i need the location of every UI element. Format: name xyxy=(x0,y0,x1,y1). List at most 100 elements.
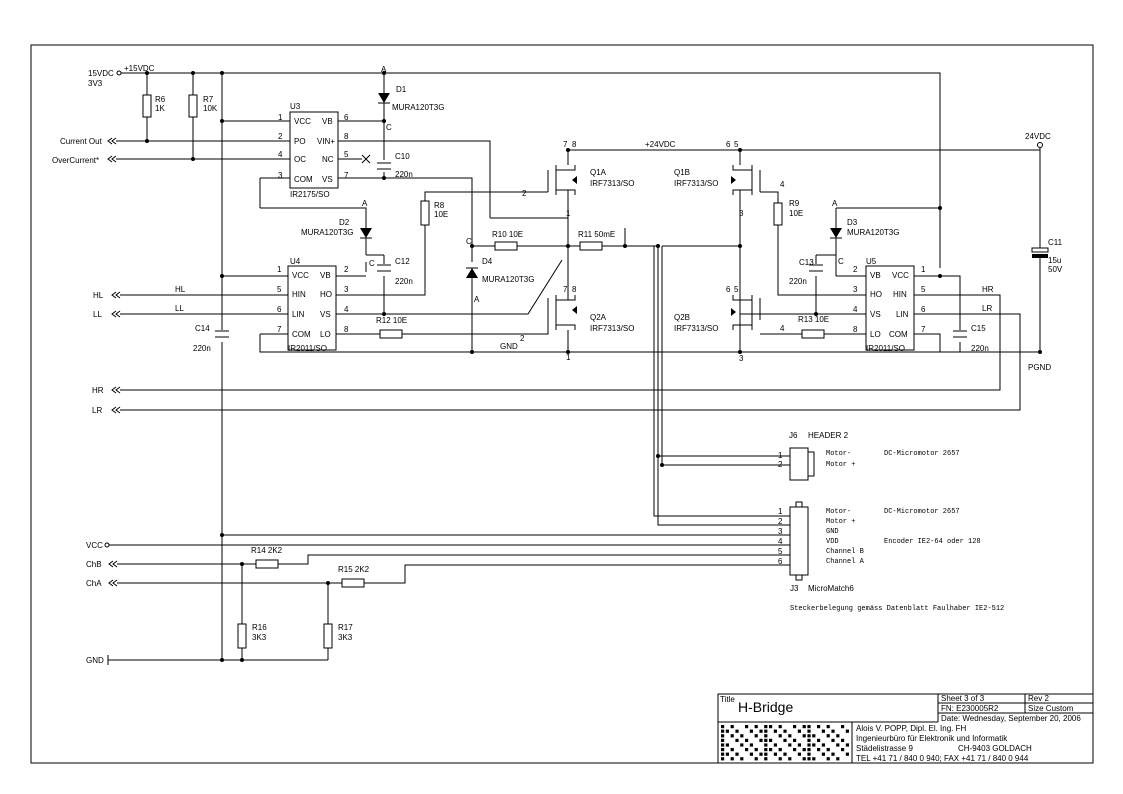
diode-d2 xyxy=(360,228,372,238)
svg-text:Ingenieurbüro für Elektronik u: Ingenieurbüro für Elektronik und Informa… xyxy=(856,734,1008,743)
svg-text:VCC: VCC xyxy=(294,117,311,126)
ic-u3 xyxy=(289,111,339,189)
wire-15v-rail xyxy=(121,72,941,268)
svg-text:6: 6 xyxy=(726,140,731,149)
svg-text:3: 3 xyxy=(853,285,858,294)
svg-text:+24VDC: +24VDC xyxy=(645,140,676,149)
svg-text:2: 2 xyxy=(853,265,858,274)
connector-j6 xyxy=(789,447,809,481)
svg-text:4: 4 xyxy=(278,150,283,159)
ic-u5 xyxy=(865,265,915,351)
svg-text:7: 7 xyxy=(563,140,568,149)
svg-text:5: 5 xyxy=(778,547,783,556)
svg-text:4: 4 xyxy=(853,305,858,314)
nc-mark xyxy=(361,154,371,164)
r7-value: 10K xyxy=(203,104,218,113)
resistor-r17 xyxy=(323,623,333,649)
svg-text:Date: Wednesday, September 20: Date: Wednesday, September 20, 2006 xyxy=(941,714,1081,723)
svg-text:VB: VB xyxy=(320,271,331,280)
svg-text:VCC: VCC xyxy=(292,271,309,280)
capacitor-c15 xyxy=(953,330,967,338)
svg-text:Q2A: Q2A xyxy=(590,313,607,322)
svg-text:R13 10E: R13 10E xyxy=(798,315,829,324)
svg-text:220n: 220n xyxy=(193,344,211,353)
svg-text:Alois V. POPP, Dipl. El. Ing.: Alois V. POPP, Dipl. El. Ing. FH xyxy=(856,724,966,733)
u5-part: IR2011/SO xyxy=(866,344,905,353)
svg-text:LR: LR xyxy=(982,304,992,313)
svg-text:VB: VB xyxy=(322,117,333,126)
svg-text:MURA120T3G: MURA120T3G xyxy=(392,103,444,112)
resistor-r15 xyxy=(341,578,365,588)
svg-text:MURA120T3G: MURA120T3G xyxy=(482,275,534,284)
r6-value: 1K xyxy=(155,104,165,113)
svg-text:C10: C10 xyxy=(395,152,410,161)
svg-text:C: C xyxy=(838,257,844,266)
svg-text:6: 6 xyxy=(726,285,731,294)
svg-text:8: 8 xyxy=(344,132,349,141)
svg-text:LIN: LIN xyxy=(896,310,909,319)
svg-text:3K3: 3K3 xyxy=(338,633,353,642)
resistor-r7 xyxy=(188,94,198,118)
svg-text:R16: R16 xyxy=(252,623,267,632)
svg-text:3: 3 xyxy=(344,285,349,294)
svg-text:2: 2 xyxy=(778,460,783,469)
svg-text:LL: LL xyxy=(175,304,184,313)
svg-text:1: 1 xyxy=(778,451,783,460)
svg-text:LIN: LIN xyxy=(292,310,305,319)
capacitor-c10 xyxy=(377,162,391,170)
svg-text:A: A xyxy=(474,295,480,304)
mosfet-q2b xyxy=(732,295,761,330)
svg-text:LL: LL xyxy=(93,310,102,319)
svg-text:Motor +: Motor + xyxy=(826,461,855,469)
capacitor-c12 xyxy=(377,264,391,272)
svg-text:HL: HL xyxy=(175,285,186,294)
svg-text:R9: R9 xyxy=(789,199,800,208)
svg-text:220n: 220n xyxy=(395,277,413,286)
svg-text:D2: D2 xyxy=(339,218,350,227)
svg-text:IRF7313/SO: IRF7313/SO xyxy=(674,179,718,188)
svg-text:3K3: 3K3 xyxy=(252,633,267,642)
svg-text:PGND: PGND xyxy=(1028,363,1051,372)
port-3v3-label: 3V3 xyxy=(88,79,103,88)
svg-text:HR: HR xyxy=(982,285,994,294)
svg-text:J6: J6 xyxy=(789,431,798,440)
capacitor-c11 xyxy=(1031,247,1049,253)
svg-text:DC-Micromotor 2657: DC-Micromotor 2657 xyxy=(884,450,960,458)
svg-text:8: 8 xyxy=(853,325,858,334)
svg-text:5: 5 xyxy=(734,140,739,149)
u4-part: IR2011/SO xyxy=(288,344,327,353)
svg-text:2: 2 xyxy=(278,132,283,141)
svg-text:COM: COM xyxy=(292,330,311,339)
net-15vdc-label: +15VDC xyxy=(124,64,155,73)
u4-ref: U4 xyxy=(290,257,301,266)
svg-text:Encoder IE2-64 oder 128: Encoder IE2-64 oder 128 xyxy=(884,538,981,546)
svg-text:GND: GND xyxy=(500,342,518,351)
port-current-out-label: Current Out xyxy=(60,137,103,146)
svg-text:Q2B: Q2B xyxy=(674,313,690,322)
diode-d4 xyxy=(466,268,478,278)
svg-text:FN: E230005R2: FN: E230005R2 xyxy=(941,704,999,713)
svg-text:LO: LO xyxy=(870,330,881,339)
resistor-r9 xyxy=(773,202,783,226)
svg-text:Channel A: Channel A xyxy=(826,558,865,566)
port-overcurrent-arrow xyxy=(107,155,117,163)
svg-text:1: 1 xyxy=(778,507,783,516)
svg-text:8: 8 xyxy=(344,325,349,334)
svg-text:A: A xyxy=(381,65,387,74)
svg-text:HIN: HIN xyxy=(292,290,306,299)
svg-text:Size Custom: Size Custom xyxy=(1028,704,1074,713)
svg-text:6: 6 xyxy=(778,557,783,566)
svg-text:VCC: VCC xyxy=(86,541,103,550)
svg-text:3: 3 xyxy=(778,527,783,536)
svg-text:R11 50mE: R11 50mE xyxy=(578,230,615,239)
svg-text:2: 2 xyxy=(778,517,783,526)
svg-text:HO: HO xyxy=(870,290,882,299)
svg-text:5: 5 xyxy=(344,150,349,159)
port-24vdc xyxy=(1037,142,1043,148)
resistor-r13 xyxy=(801,329,825,339)
svg-text:A: A xyxy=(362,199,368,208)
title-text: H-Bridge xyxy=(738,699,793,715)
svg-text:10E: 10E xyxy=(434,210,448,219)
svg-text:1: 1 xyxy=(278,113,283,122)
